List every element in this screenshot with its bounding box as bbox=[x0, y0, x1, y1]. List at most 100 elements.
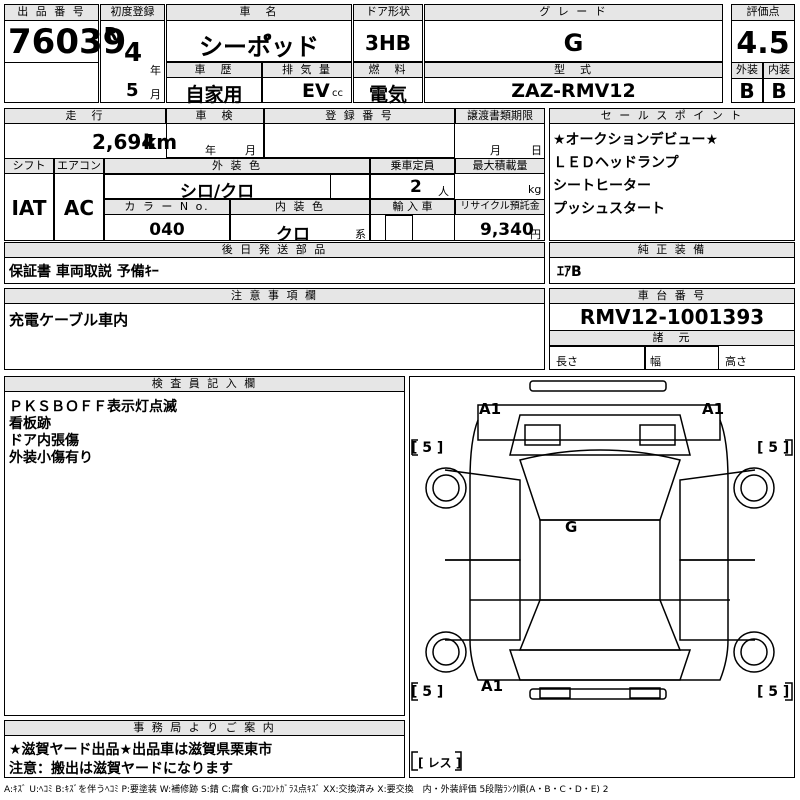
genuine-label: 純 正 装 備 bbox=[549, 242, 795, 258]
recycle-label: リサイクル預託金 bbox=[455, 199, 545, 215]
int-color: クロ bbox=[276, 225, 310, 245]
shift: IAT bbox=[11, 196, 47, 220]
chassis-number: RMV12-1001393 bbox=[579, 305, 765, 329]
ext-box bbox=[731, 78, 763, 103]
reg-month: 5 bbox=[126, 80, 139, 101]
year-unit: 年 bbox=[150, 64, 161, 77]
ext-color-label: 外 装 色 bbox=[104, 158, 370, 174]
door-label: ドア形状 bbox=[353, 4, 423, 21]
reg-year: 4 bbox=[124, 38, 143, 68]
transfer-day: 日 bbox=[531, 144, 542, 157]
grade-label: グ レ ー ド bbox=[424, 4, 723, 21]
inspection-cell bbox=[166, 108, 264, 158]
model: ZAZ-RMV12 bbox=[511, 80, 636, 102]
mileage-label: 走 行 bbox=[4, 108, 166, 124]
displacement-label: 排 気 量 bbox=[262, 62, 352, 78]
mileage: 2,694 bbox=[92, 130, 156, 154]
color-no-label: カ ラ ー N o. bbox=[104, 199, 230, 215]
capacity-unit: 人 bbox=[438, 185, 449, 198]
length-label: 長さ bbox=[556, 355, 578, 368]
displacement-unit: cc bbox=[332, 88, 343, 99]
office-label: 事 務 局 よ り ご 案 内 bbox=[4, 720, 405, 736]
payload-unit: kg bbox=[528, 183, 542, 196]
chassis-label: 車 台 番 号 bbox=[549, 288, 795, 304]
ext-label: 外装 bbox=[731, 62, 763, 79]
damage-roof: G bbox=[565, 518, 578, 536]
sales-label: セ ー ル ス ポ イ ン ト bbox=[549, 108, 795, 124]
score-label: 評価点 bbox=[731, 4, 795, 21]
transfer-label: 譲渡書類期限 bbox=[455, 108, 545, 124]
inspector-line: 看板跡 bbox=[9, 416, 51, 432]
later-label: 後 日 発 送 部 品 bbox=[4, 242, 545, 258]
tire-rear-right: [ 5 ] bbox=[757, 684, 790, 700]
sales-item: ＬＥＤヘッドランプ bbox=[553, 155, 679, 171]
first-reg-label: 初度登録 bbox=[100, 4, 165, 21]
transfer-month: 月 bbox=[490, 144, 501, 157]
inspector-label: 検 査 員 記 入 欄 bbox=[4, 376, 405, 392]
history-label: 車 歴 bbox=[166, 62, 262, 78]
reg-no-cell bbox=[264, 108, 455, 158]
ac-cell bbox=[54, 158, 104, 241]
inspector-line: ドア内張傷 bbox=[9, 433, 79, 449]
ac: AC bbox=[63, 196, 95, 220]
length-cell bbox=[549, 346, 645, 370]
fuel-label: 燃 料 bbox=[353, 62, 423, 78]
int-color-unit: 系 bbox=[355, 228, 366, 241]
inspector-line: 外装小傷有り bbox=[9, 450, 93, 466]
color-no: 040 bbox=[149, 220, 185, 240]
notes-text: 充電ケーブル車内 bbox=[9, 311, 129, 329]
capacity-label: 乗車定員 bbox=[370, 158, 455, 174]
score: 4.5 bbox=[736, 26, 790, 61]
model-label: 型 式 bbox=[424, 62, 723, 78]
shift-cell bbox=[4, 158, 54, 241]
damage-front-right: A1 bbox=[702, 400, 725, 418]
mileage-unit: km bbox=[143, 130, 178, 154]
spec-label: 諸 元 bbox=[549, 330, 795, 346]
int-box bbox=[763, 78, 795, 103]
int-grade: B bbox=[771, 79, 787, 103]
tire-front-right: [ 5 ] bbox=[757, 440, 790, 456]
damage-rear-left: A1 bbox=[481, 677, 504, 695]
car-name-label: 車 名 bbox=[166, 4, 352, 21]
grade: G bbox=[563, 29, 584, 57]
diagram-box bbox=[409, 376, 795, 778]
int-color-label: 内 装 色 bbox=[230, 199, 370, 215]
inspector-line: ＰＫＳＢＯＦＦ表示灯点滅 bbox=[9, 399, 177, 415]
inspection-year-unit: 年 bbox=[205, 144, 216, 157]
office-line: ★滋賀ヤード出品★出品車は滋賀県栗東市 bbox=[9, 742, 273, 758]
ext-color-sub bbox=[330, 174, 370, 199]
office-line: 注意：搬出は滋賀ヤードになります bbox=[9, 761, 233, 777]
sales-item: シートヒーター bbox=[553, 178, 651, 194]
int-color-cell bbox=[230, 199, 370, 241]
import-sub bbox=[385, 215, 413, 241]
height-label: 高さ bbox=[725, 355, 747, 368]
damage-front-left: A1 bbox=[479, 400, 502, 418]
legend: A:ｷｽﾞ U:ﾍｺﾐ B:ｷｽﾞを伴うﾍｺﾐ P:要塗装 W:補修跡 S:錆 … bbox=[4, 785, 609, 795]
ext-color: シロ/クロ bbox=[179, 182, 255, 202]
lot-divider bbox=[4, 62, 99, 63]
month-unit: 月 bbox=[150, 88, 161, 101]
displacement: EV bbox=[302, 80, 330, 102]
door-type: 3HB bbox=[365, 31, 411, 55]
tire-front-left: [ 5 ] bbox=[411, 440, 444, 456]
lot-label: 出 品 番 号 bbox=[4, 4, 99, 21]
later-text: 保証書 車両取説 予備ｷｰ bbox=[9, 264, 159, 280]
tire-rear-left: [ 5 ] bbox=[411, 684, 444, 700]
genuine-text: ｴｱB bbox=[557, 264, 582, 280]
history: 自家用 bbox=[185, 84, 243, 106]
width-label: 幅 bbox=[650, 355, 661, 368]
payload-label: 最大積載量 bbox=[455, 158, 545, 174]
car-name: シーポ゚ッド bbox=[199, 33, 319, 61]
lot-number: 76039 bbox=[8, 22, 127, 62]
ext-grade: B bbox=[739, 79, 755, 103]
capacity-cell bbox=[370, 174, 455, 199]
capacity: 2 bbox=[410, 177, 422, 197]
sales-item: プッシュスタート bbox=[553, 201, 665, 217]
int-label: 内装 bbox=[763, 62, 795, 79]
spare-tire: [ レス ] bbox=[418, 756, 462, 770]
fuel: 電気 bbox=[368, 84, 407, 106]
sales-item: ★オークションデビュー★ bbox=[553, 132, 719, 148]
recycle: 9,340 bbox=[480, 220, 534, 240]
